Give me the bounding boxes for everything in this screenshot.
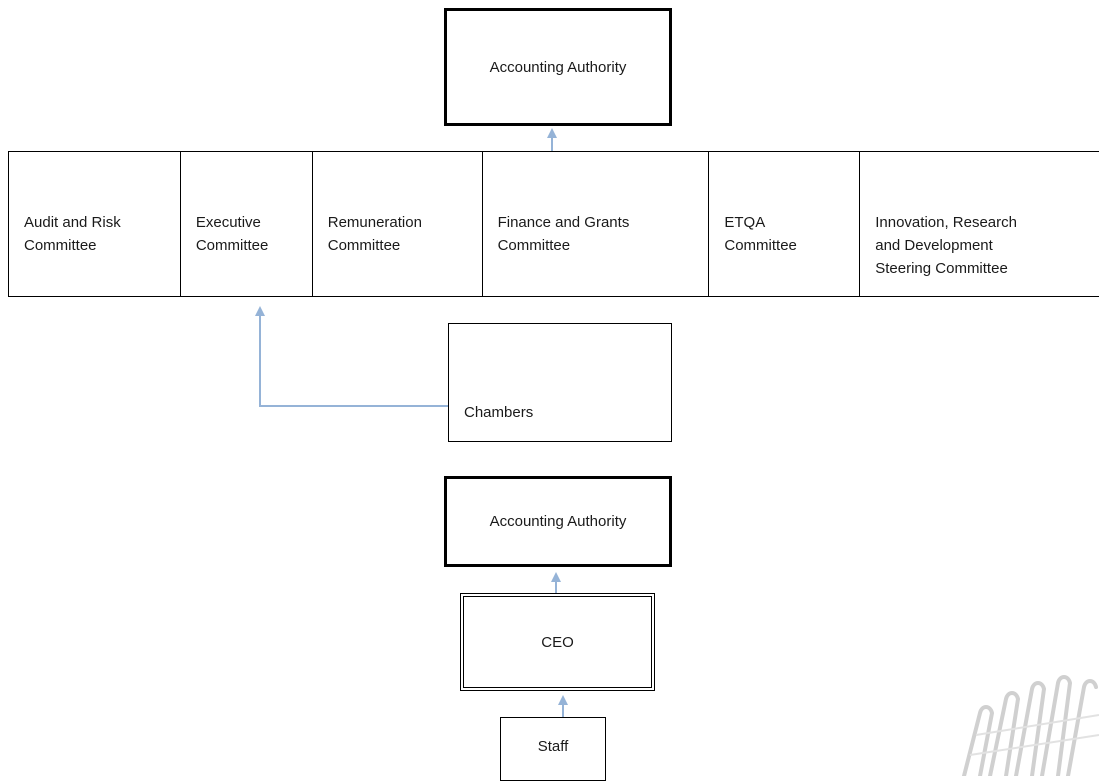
- watermark-logo: [962, 675, 1099, 776]
- committee-label: Innovation, Research and Development Ste…: [875, 214, 1017, 277]
- committee-etqa: ETQA Committee: [709, 152, 861, 296]
- committee-executive: Executive Committee: [181, 152, 313, 296]
- staff-box: Staff: [500, 717, 606, 781]
- committee-innovation-research: Innovation, Research and Development Ste…: [860, 152, 1099, 296]
- chambers-label: Chambers: [464, 404, 534, 421]
- committee-audit-risk: Audit and Risk Committee: [9, 152, 181, 296]
- accounting-authority-box: Accounting Authority: [444, 8, 672, 126]
- accounting-authority-lower-box: Accounting Authority: [444, 476, 672, 567]
- committee-remuneration: Remuneration Committee: [313, 152, 483, 296]
- staff-label: Staff: [537, 737, 569, 755]
- committee-finance-grants: Finance and Grants Committee: [483, 152, 710, 296]
- ceo-label: CEO: [541, 633, 574, 651]
- arrow-chambers-to-executive: [255, 306, 448, 407]
- committee-label: Audit and Risk Committee: [24, 214, 121, 254]
- committee-label: Executive Committee: [195, 214, 269, 254]
- chambers-box: Chambers: [448, 323, 672, 442]
- ceo-box: CEO: [460, 593, 655, 691]
- committee-label: Finance and Grants Committee: [497, 214, 630, 254]
- committee-label: ETQA Committee: [724, 214, 797, 254]
- accounting-authority-label: Accounting Authority: [489, 58, 627, 76]
- accounting-authority-lower-label: Accounting Authority: [489, 513, 627, 530]
- committee-label: Remuneration Committee: [327, 214, 422, 254]
- committees-row: Audit and Risk Committee Executive Commi…: [8, 151, 1099, 297]
